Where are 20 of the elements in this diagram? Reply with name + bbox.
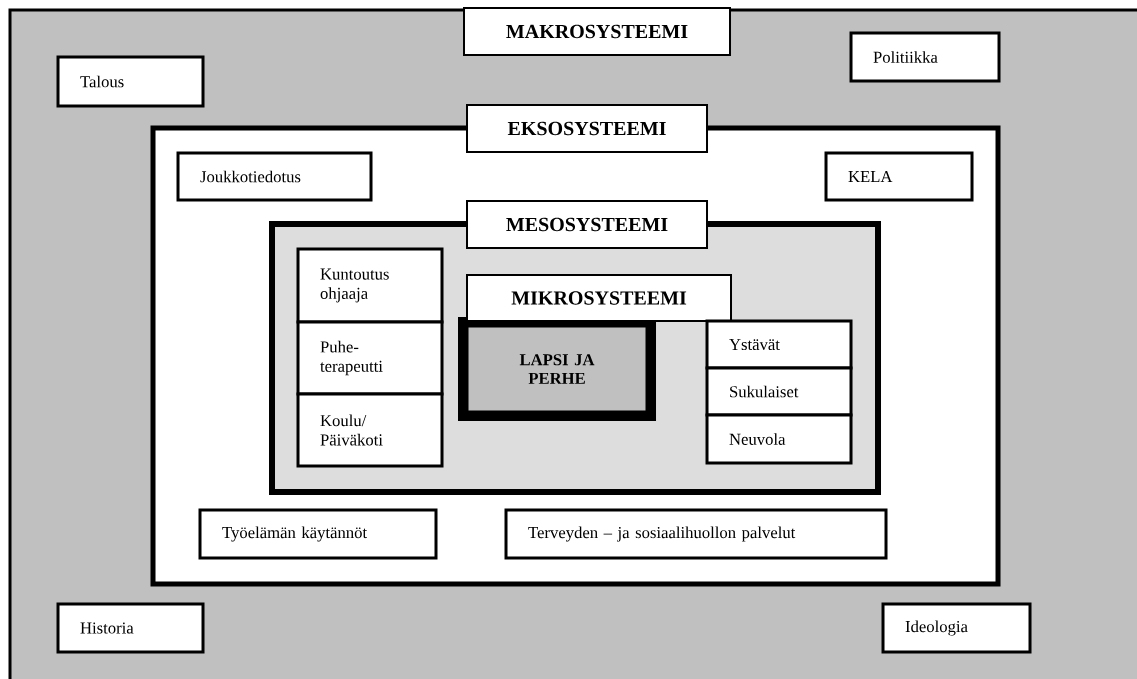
text-box: Työelämän käytännöt xyxy=(198,508,438,560)
heading-box: EKSOSYSTEEMI xyxy=(466,104,708,153)
text-box: Historia xyxy=(56,602,205,654)
text-box: Terveyden – ja sosiaalihuollon palvelut xyxy=(504,508,888,560)
text-box: Puhe- terapeutti xyxy=(296,320,444,396)
text-box: Ystävät xyxy=(705,319,853,370)
text-box: KELA xyxy=(824,151,974,202)
text-box: Talous xyxy=(56,55,205,108)
text-box: Sukulaiset xyxy=(705,366,853,417)
heading-box: MESOSYSTEEMI xyxy=(466,200,708,249)
heading-box: MAKROSYSTEEMI xyxy=(463,7,731,56)
text-box: Kuntoutus ohjaaja xyxy=(296,247,444,324)
text-box: Politiikka xyxy=(849,31,1001,83)
text-box: Joukkotiedotus xyxy=(176,151,373,202)
heading-box: MIKROSYSTEEMI xyxy=(466,274,732,322)
text-box: Koulu/ Päiväkoti xyxy=(296,392,444,468)
centre-frame xyxy=(458,317,656,421)
centre-box: LAPSI JA PERHE xyxy=(467,326,647,412)
text-box: Ideologia xyxy=(881,602,1032,654)
text-box: Neuvola xyxy=(705,413,853,465)
